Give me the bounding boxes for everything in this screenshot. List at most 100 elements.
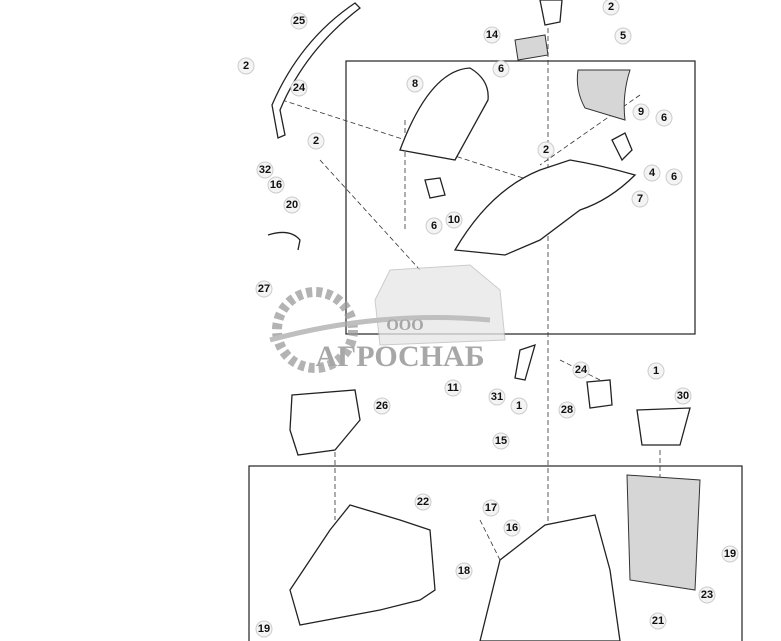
callout-26: 26 bbox=[373, 397, 391, 415]
callout-circle bbox=[267, 176, 285, 194]
callout-circle bbox=[602, 0, 620, 16]
callout-7: 7 bbox=[631, 190, 649, 208]
callout-circle bbox=[290, 12, 308, 30]
parts bbox=[267, 0, 701, 641]
callout-6: 6 bbox=[655, 109, 673, 127]
callout-24: 24 bbox=[572, 361, 590, 379]
callout-label: 4 bbox=[649, 167, 656, 179]
callout-circle bbox=[406, 75, 424, 93]
callout-label: 23 bbox=[701, 589, 713, 601]
part-26 bbox=[289, 389, 361, 456]
callout-label: 20 bbox=[286, 199, 298, 211]
callout-label: 2 bbox=[313, 135, 319, 147]
callout-circle bbox=[283, 196, 301, 214]
callout-label: 30 bbox=[677, 390, 689, 402]
callout-circle bbox=[373, 397, 391, 415]
callout-label: 18 bbox=[458, 565, 470, 577]
part-25 bbox=[271, 2, 361, 139]
callout-15: 15 bbox=[492, 432, 510, 450]
part-8 bbox=[399, 67, 489, 161]
callout-circle bbox=[649, 612, 667, 630]
callout-label: 26 bbox=[376, 400, 388, 412]
callout-27: 27 bbox=[255, 280, 273, 298]
callout-circle bbox=[255, 280, 273, 298]
part-10 bbox=[424, 177, 446, 199]
callout-19: 19 bbox=[721, 545, 739, 563]
callout-label: 31 bbox=[491, 391, 503, 403]
callout-circle bbox=[674, 387, 692, 405]
callout-label: 7 bbox=[637, 193, 643, 205]
assembly-box-5 bbox=[345, 60, 696, 335]
callout-14: 14 bbox=[483, 26, 501, 44]
callout-label: 16 bbox=[506, 522, 518, 534]
callout-2: 2 bbox=[307, 132, 325, 150]
watermark-name: АГРОСНАБ bbox=[315, 340, 484, 373]
callout-circle bbox=[643, 164, 661, 182]
callout-circle bbox=[455, 562, 473, 580]
callout-label: 11 bbox=[447, 382, 459, 394]
part-hose bbox=[267, 231, 301, 251]
callout-label: 6 bbox=[671, 171, 677, 183]
callout-circle bbox=[488, 388, 506, 406]
part-7 bbox=[453, 159, 637, 256]
part-30 bbox=[636, 407, 691, 446]
callout-circle bbox=[503, 519, 521, 537]
callout-21: 21 bbox=[649, 612, 667, 630]
callout-circle bbox=[698, 586, 716, 604]
callout-circle bbox=[665, 168, 683, 186]
callout-label: 25 bbox=[293, 15, 305, 27]
callout-circle bbox=[237, 57, 255, 75]
callout-label: 24 bbox=[293, 82, 306, 94]
callout-32: 32 bbox=[256, 161, 274, 179]
callout-label: 22 bbox=[417, 496, 429, 508]
callout-circle bbox=[414, 493, 432, 511]
callout-10: 10 bbox=[445, 211, 463, 229]
callout-label: 21 bbox=[652, 615, 664, 627]
callout-label: 16 bbox=[270, 179, 282, 191]
callout-6: 6 bbox=[492, 60, 510, 78]
callout-2: 2 bbox=[537, 141, 555, 159]
part-28 bbox=[586, 379, 613, 409]
callout-25: 25 bbox=[290, 12, 308, 30]
callout-11: 11 bbox=[444, 379, 462, 397]
callout-24: 24 bbox=[290, 79, 308, 97]
part-18 bbox=[479, 514, 621, 641]
part-31 bbox=[514, 343, 536, 381]
callout-label: 2 bbox=[608, 1, 614, 13]
callout-label: 5 bbox=[620, 30, 626, 42]
callout-circle bbox=[255, 620, 273, 638]
callout-1: 1 bbox=[510, 397, 528, 415]
callout-circle bbox=[572, 361, 590, 379]
callout-label: 24 bbox=[575, 364, 588, 376]
callout-circle bbox=[558, 401, 576, 419]
part-14 bbox=[514, 34, 549, 61]
callout-label: 28 bbox=[561, 404, 573, 416]
callout-16: 16 bbox=[503, 519, 521, 537]
part-22 bbox=[289, 504, 436, 626]
callout-18: 18 bbox=[455, 562, 473, 580]
callout-9: 9 bbox=[632, 103, 650, 121]
callout-label: 19 bbox=[258, 623, 270, 635]
callout-label: 1 bbox=[516, 400, 522, 412]
part-top bbox=[539, 0, 563, 26]
callout-label: 15 bbox=[495, 435, 507, 447]
part-23 bbox=[626, 474, 701, 591]
callout-31: 31 bbox=[488, 388, 506, 406]
callout-circle bbox=[256, 161, 274, 179]
callout-circle bbox=[444, 379, 462, 397]
callout-label: 9 bbox=[638, 106, 644, 118]
callout-22: 22 bbox=[414, 493, 432, 511]
callout-17: 17 bbox=[482, 499, 500, 517]
part-4 bbox=[611, 132, 633, 162]
callout-circle bbox=[307, 132, 325, 150]
callout-2: 2 bbox=[602, 0, 620, 16]
callout-circle bbox=[631, 190, 649, 208]
part-9 bbox=[576, 69, 631, 121]
callout-circle bbox=[290, 79, 308, 97]
callout-circle bbox=[482, 499, 500, 517]
assembly-box-15 bbox=[248, 465, 743, 641]
callout-label: 27 bbox=[258, 283, 270, 295]
